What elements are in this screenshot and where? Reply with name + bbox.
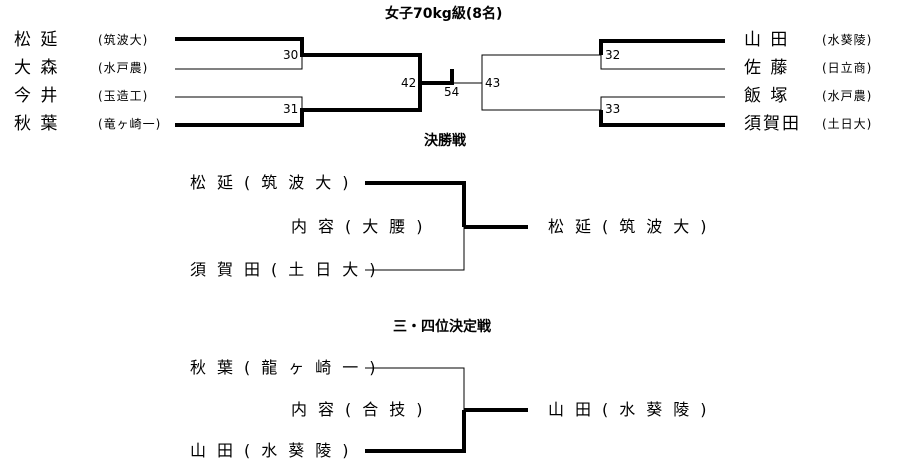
entrant-name: 秋 葉 bbox=[14, 114, 60, 134]
match-number: 43 bbox=[485, 76, 501, 90]
entrant-name: 須賀田 bbox=[744, 114, 801, 134]
match-number: 42 bbox=[401, 76, 417, 90]
match-number: 30 bbox=[283, 48, 299, 62]
bracket-line bbox=[175, 55, 303, 70]
final-bottom-entrant: 須賀田(土日大) bbox=[190, 260, 387, 279]
entrant-team: (土日大) bbox=[822, 117, 873, 131]
third-winner: 山田(水葵陵) bbox=[548, 400, 718, 419]
match-number: 31 bbox=[283, 102, 299, 116]
bracket-line bbox=[175, 83, 422, 127]
event-title: 女子70kg級(8名) bbox=[385, 6, 503, 22]
bracket-line bbox=[481, 54, 725, 111]
bracket-line bbox=[420, 69, 454, 85]
bracket-line bbox=[365, 367, 465, 410]
bracket-line bbox=[599, 39, 725, 55]
bracket-line bbox=[599, 110, 725, 127]
bracket-line bbox=[365, 227, 465, 271]
entrant-team: (日立商) bbox=[822, 61, 873, 75]
final-winner: 松延(筑波大) bbox=[548, 217, 718, 236]
third-place-heading: 三・四位決定戦 bbox=[393, 319, 491, 335]
final-top-entrant: 松延(筑波大) bbox=[190, 173, 360, 192]
entrant-team: (玉造工) bbox=[98, 89, 149, 103]
entrant-name: 松 延 bbox=[14, 30, 60, 50]
match-number: 33 bbox=[605, 102, 621, 116]
entrant-team: (筑波大) bbox=[98, 33, 149, 47]
entrant-team: (水戸農) bbox=[822, 89, 873, 103]
bracket-line bbox=[365, 410, 466, 453]
entrant-team: (水葵陵) bbox=[822, 33, 873, 47]
third-bottom-entrant: 山田(水葵陵) bbox=[190, 441, 360, 460]
bracket-line bbox=[175, 96, 303, 110]
final-method: 内容(大腰) bbox=[291, 217, 434, 236]
final-bracket-lines bbox=[365, 181, 528, 271]
third-bracket-lines bbox=[365, 367, 528, 453]
third-top-entrant: 秋葉(龍ヶ崎一) bbox=[190, 358, 387, 377]
match-number: 32 bbox=[605, 48, 621, 62]
entrant-name: 佐 藤 bbox=[744, 58, 790, 78]
third-method: 内容(合技) bbox=[291, 400, 434, 419]
entrant-name: 飯 塚 bbox=[744, 86, 790, 106]
bracket-line bbox=[365, 181, 466, 227]
match-number: 54 bbox=[444, 85, 460, 99]
entrant-team: (水戸農) bbox=[98, 61, 149, 75]
entrant-name: 大 森 bbox=[14, 58, 60, 78]
entrant-name: 今 井 bbox=[14, 86, 60, 106]
entrant-name: 山 田 bbox=[744, 30, 790, 50]
right-bracket bbox=[452, 39, 725, 127]
entrant-team: (竜ヶ崎一) bbox=[98, 117, 162, 131]
final-heading: 決勝戦 bbox=[424, 133, 466, 149]
